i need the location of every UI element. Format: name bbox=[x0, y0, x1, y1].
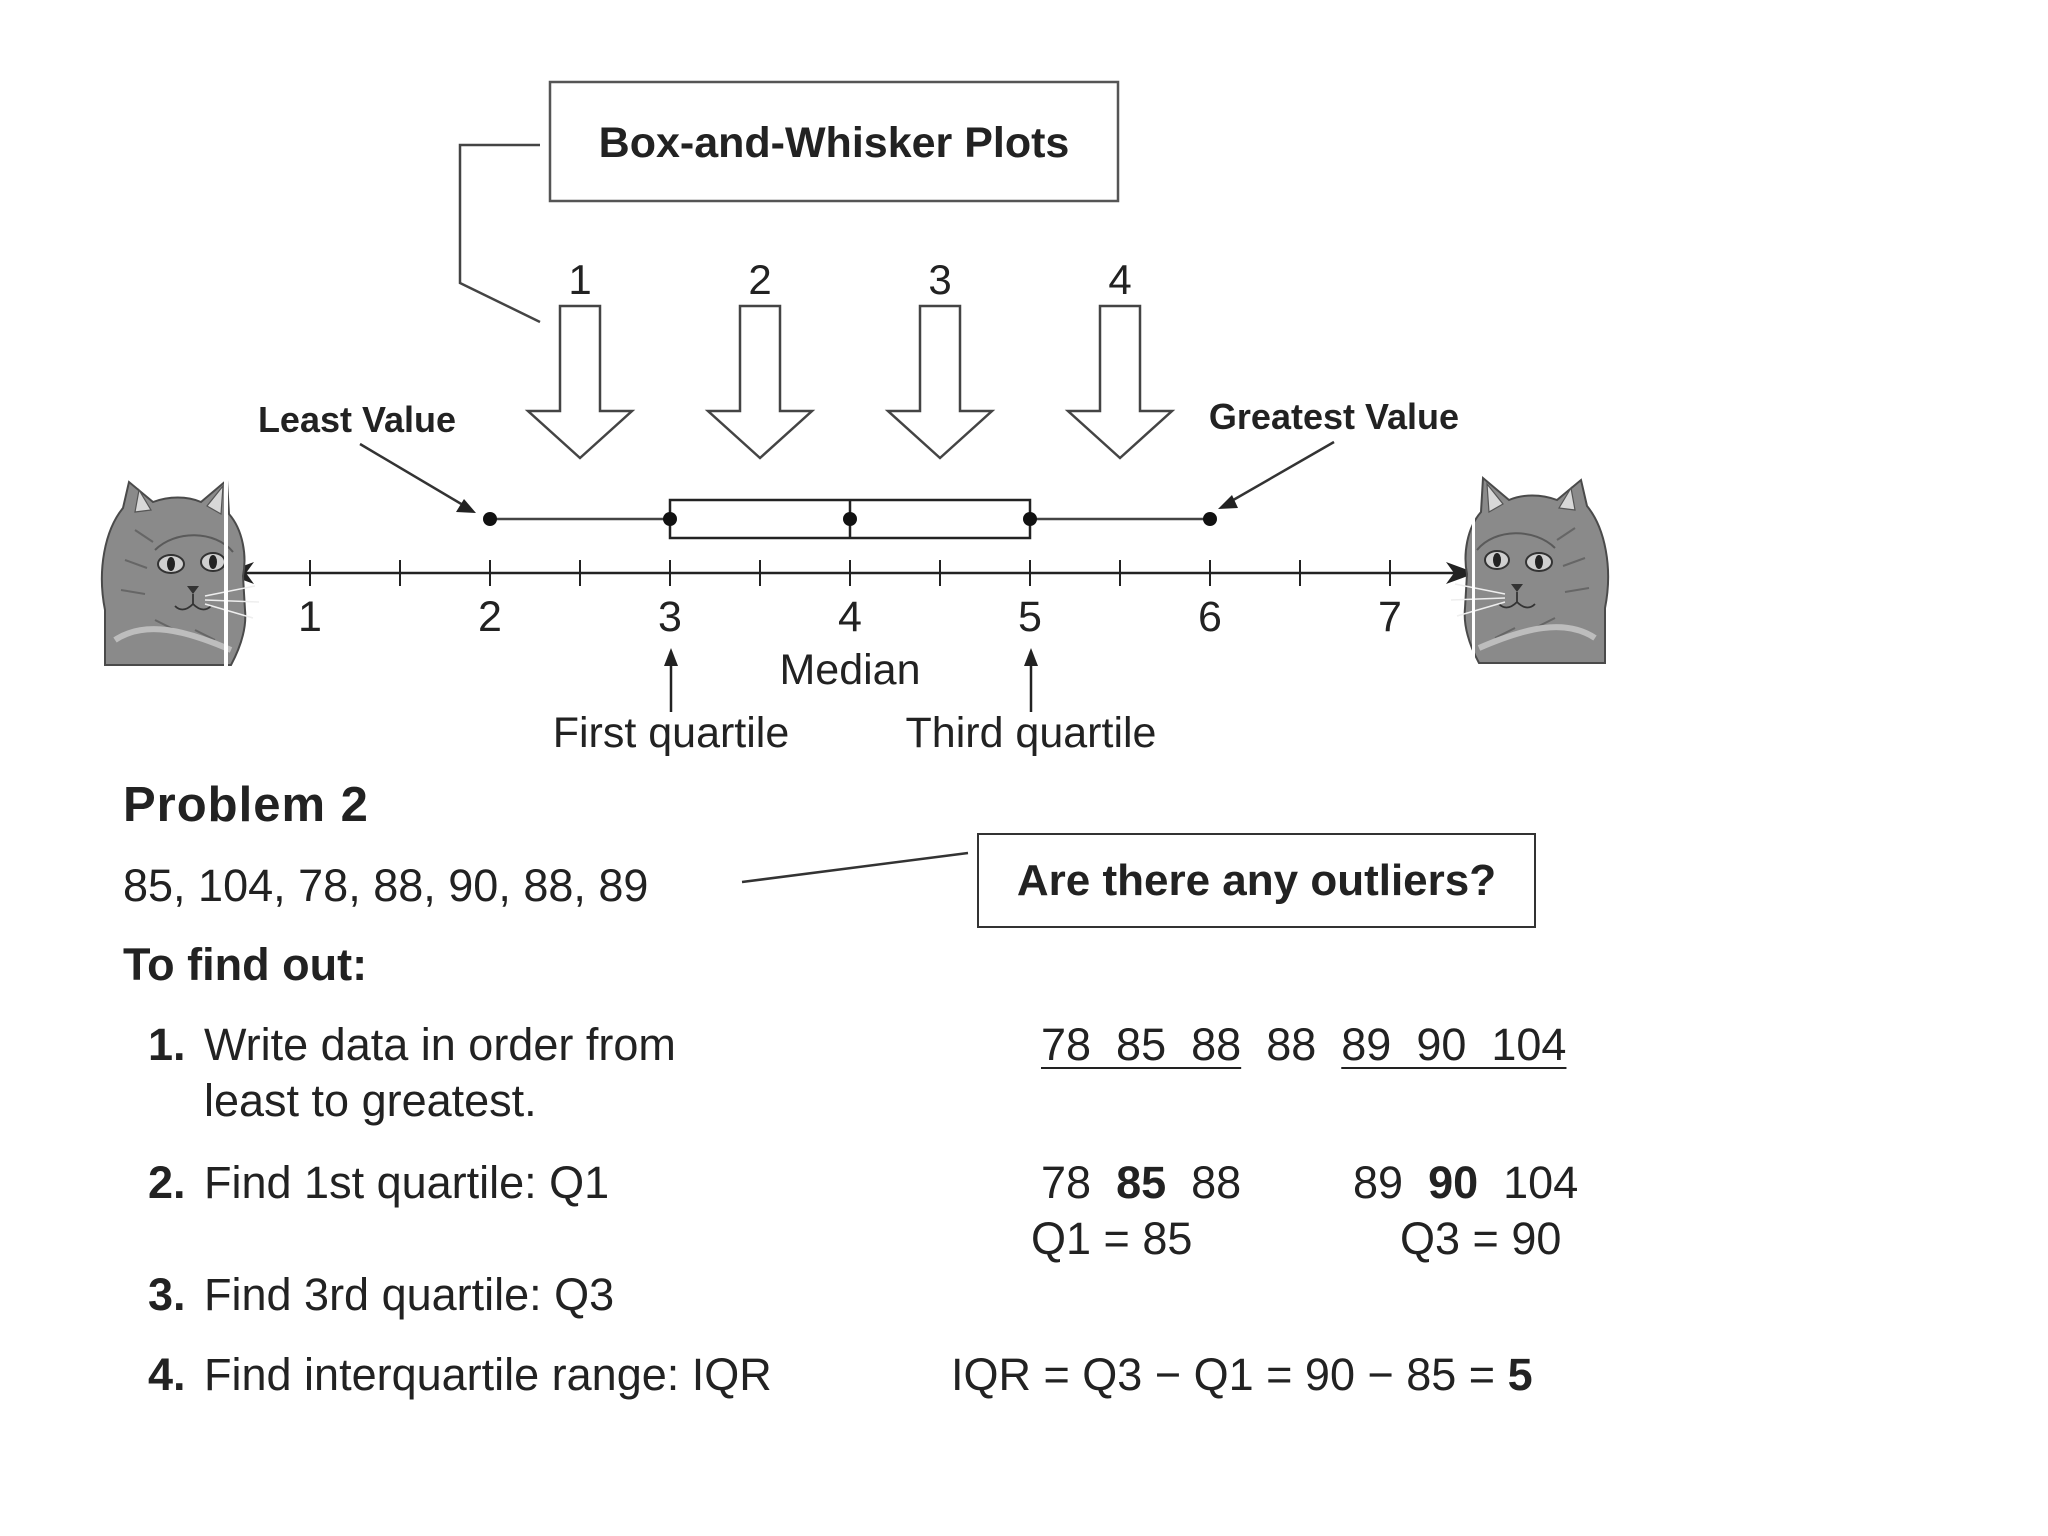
greatest-value-label: Greatest Value bbox=[1209, 396, 1459, 437]
point-max bbox=[1203, 512, 1217, 526]
step-4-number: 4. bbox=[148, 1349, 186, 1400]
point-median bbox=[843, 512, 857, 526]
step-4: 4. bbox=[148, 1352, 186, 1397]
problem-data-values: 85, 104, 78, 88, 90, 88, 89 bbox=[123, 860, 649, 911]
q1-equation: Q1 = 85 bbox=[1031, 1213, 1193, 1264]
least-value-pointer bbox=[359, 442, 469, 510]
block-arrow-3 bbox=[886, 304, 994, 460]
tick-label-5: 5 bbox=[1018, 593, 1042, 641]
greatest-value-pointer-head bbox=[1218, 495, 1238, 509]
block-arrow-2 bbox=[706, 304, 814, 460]
step-2: 2. bbox=[148, 1160, 186, 1205]
first-quartile-label: First quartile bbox=[553, 709, 790, 757]
title-connector-line bbox=[458, 143, 541, 324]
point-q3 bbox=[1023, 512, 1037, 526]
ordered-lower-half: 78 85 88 bbox=[1041, 1019, 1242, 1070]
third-quartile-pointer-head bbox=[1024, 648, 1038, 666]
ordered-median-value: 88 bbox=[1266, 1019, 1317, 1070]
least-value-label: Least Value bbox=[258, 399, 456, 440]
arrow-number-4: 4 bbox=[1108, 256, 1131, 303]
lower-half-value-2: 85 bbox=[1116, 1157, 1167, 1208]
lower-half-values: 78 85 88 bbox=[1041, 1160, 1241, 1205]
cat-left-icon bbox=[102, 480, 259, 665]
tick-label-3: 3 bbox=[658, 593, 682, 641]
step-4-text: Find interquartile range: IQR bbox=[204, 1349, 772, 1400]
block-arrow-4 bbox=[1066, 304, 1174, 460]
tick-label-4: 4 bbox=[838, 593, 862, 641]
lower-half-value-1: 78 bbox=[1041, 1157, 1092, 1208]
step-1-text: Write data in order from bbox=[204, 1019, 676, 1070]
ordered-upper-half: 89 90 104 bbox=[1341, 1019, 1567, 1070]
cat-right-edge bbox=[1472, 470, 1475, 670]
lower-half-value-3: 88 bbox=[1191, 1157, 1242, 1208]
step-3-text: Find 3rd quartile: Q3 bbox=[204, 1269, 615, 1320]
upper-half-value-3: 104 bbox=[1503, 1157, 1579, 1208]
upper-half-value-2: 90 bbox=[1428, 1157, 1479, 1208]
iqr-equation-text: IQR = Q3 − Q1 = 90 − 85 = bbox=[951, 1349, 1508, 1400]
step-2-text: Find 1st quartile: Q1 bbox=[204, 1157, 610, 1208]
ordered-data: 78 85 88 88 89 90 104 bbox=[1041, 1022, 1566, 1067]
step-3-number: 3. bbox=[148, 1269, 186, 1320]
iqr-value: 5 bbox=[1507, 1349, 1533, 1400]
tick-label-7: 7 bbox=[1378, 593, 1402, 641]
arrow-number-1: 1 bbox=[568, 256, 591, 303]
question-box: Are there any outliers? bbox=[977, 833, 1536, 928]
box-plot-chart: 1 2 3 4 5 6 7 bbox=[224, 498, 1476, 641]
q3-equation: Q3 = 90 bbox=[1400, 1213, 1562, 1264]
title-text: Box-and-Whisker Plots bbox=[599, 119, 1070, 167]
point-min bbox=[483, 512, 497, 526]
first-quartile-pointer-head bbox=[664, 648, 678, 666]
greatest-value-pointer bbox=[1227, 440, 1335, 505]
problem-heading: Problem 2 bbox=[123, 778, 369, 832]
tick-label-6: 6 bbox=[1198, 593, 1222, 641]
block-arrow-1 bbox=[526, 304, 634, 460]
number-line-right-arrow bbox=[1446, 562, 1476, 584]
step-1-number: 1. bbox=[148, 1019, 186, 1070]
third-quartile-label: Third quartile bbox=[906, 709, 1157, 757]
point-q1 bbox=[663, 512, 677, 526]
step-1-text-continued: least to greatest. bbox=[204, 1075, 537, 1126]
title-box bbox=[548, 80, 1120, 203]
upper-half-value-1: 89 bbox=[1353, 1157, 1404, 1208]
arrow-number-2: 2 bbox=[748, 256, 771, 303]
tick-label-2: 2 bbox=[478, 593, 502, 641]
iqr-equation: IQR = Q3 − Q1 = 90 − 85 = 5 bbox=[951, 1352, 1533, 1397]
upper-half-values: 89 90 104 bbox=[1353, 1160, 1578, 1205]
question-connector-line bbox=[741, 851, 969, 884]
arrow-number-3: 3 bbox=[928, 256, 951, 303]
step-2-number: 2. bbox=[148, 1157, 186, 1208]
question-text: Are there any outliers? bbox=[1016, 855, 1497, 905]
to-find-out-heading: To find out: bbox=[123, 939, 368, 990]
median-label: Median bbox=[779, 646, 920, 694]
cat-left-edge bbox=[224, 470, 228, 670]
step-1: 1. bbox=[148, 1022, 186, 1067]
least-value-pointer-head bbox=[456, 499, 476, 513]
tick-label-1: 1 bbox=[298, 593, 322, 641]
step-3: 3. bbox=[148, 1272, 186, 1317]
